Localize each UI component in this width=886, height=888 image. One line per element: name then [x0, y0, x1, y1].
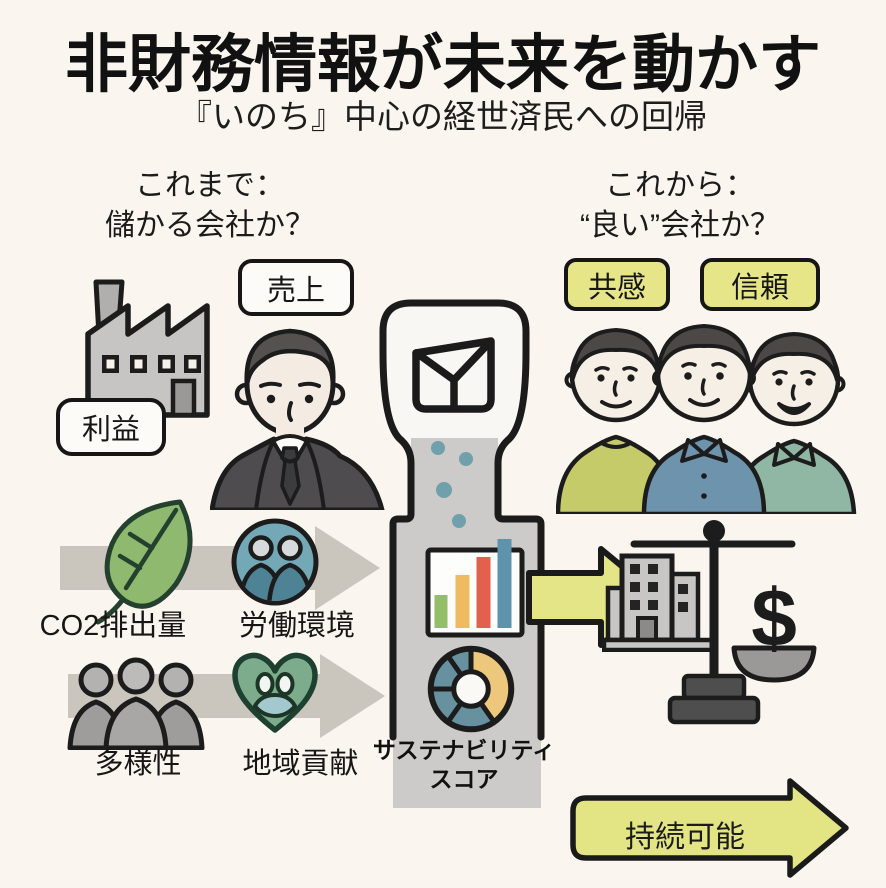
- empathy-badge: 共感: [564, 258, 670, 311]
- businessman-icon: [210, 328, 385, 510]
- community-label: 地域貢献: [242, 748, 359, 780]
- device-label-line2: スコア: [429, 766, 499, 792]
- labor-environment-icon: [231, 518, 319, 606]
- after-header: これから： “良い”会社か？: [518, 166, 842, 246]
- sales-badge-label: 売上: [266, 274, 325, 307]
- diversity-label: 多様性: [94, 748, 182, 780]
- sales-badge: 売上: [238, 259, 354, 316]
- scale-pan: [731, 645, 817, 683]
- dollar-icon: $: [751, 573, 797, 664]
- after-header-line1: これから：: [605, 169, 755, 202]
- factory-windows: [102, 355, 201, 373]
- falling-dots: [431, 441, 473, 528]
- before-header-line2: 儲かる会社か？: [105, 209, 315, 242]
- device-label-line1: サステナビリティ: [372, 737, 556, 763]
- co2-label: CO2排出量: [39, 610, 187, 642]
- person-right: [733, 332, 857, 514]
- sustainable-label: 持続可能: [625, 821, 745, 854]
- profit-badge-label: 利益: [81, 414, 140, 446]
- factory-icon: [85, 279, 210, 418]
- before-header-line1: これまで：: [135, 169, 285, 202]
- leaf-icon: [95, 499, 193, 625]
- building-icon: [602, 553, 714, 652]
- labor-label: 労働環境: [238, 610, 355, 642]
- page-title: 非財務情報が未来を動かす: [65, 30, 821, 100]
- profit-badge: 利益: [56, 398, 166, 456]
- building-windows: [630, 564, 688, 612]
- before-header: これまで： 儲かる会社か？: [55, 166, 365, 246]
- balance-scale-icon: $: [630, 520, 817, 725]
- people-group-icon: [556, 324, 857, 514]
- person-middle: [641, 324, 767, 514]
- bar-chart-icon: [425, 539, 525, 638]
- trust-badge: 信頼: [700, 258, 820, 311]
- open-box-logo-icon: [412, 337, 495, 413]
- diversity-icon: [67, 657, 205, 750]
- community-heart-icon: [232, 652, 318, 733]
- empathy-badge-label: 共感: [587, 271, 646, 304]
- device-label: サステナビリティ スコア: [366, 736, 562, 794]
- trust-badge-label: 信頼: [730, 271, 789, 304]
- score-device: [379, 299, 545, 808]
- sustainable-arrow-icon: [570, 778, 849, 878]
- page-subtitle: 『いのち』中心の経世済民への回帰: [179, 98, 707, 135]
- after-header-line2: “良い”会社か？: [580, 209, 780, 242]
- donut-chart-icon: [427, 645, 515, 733]
